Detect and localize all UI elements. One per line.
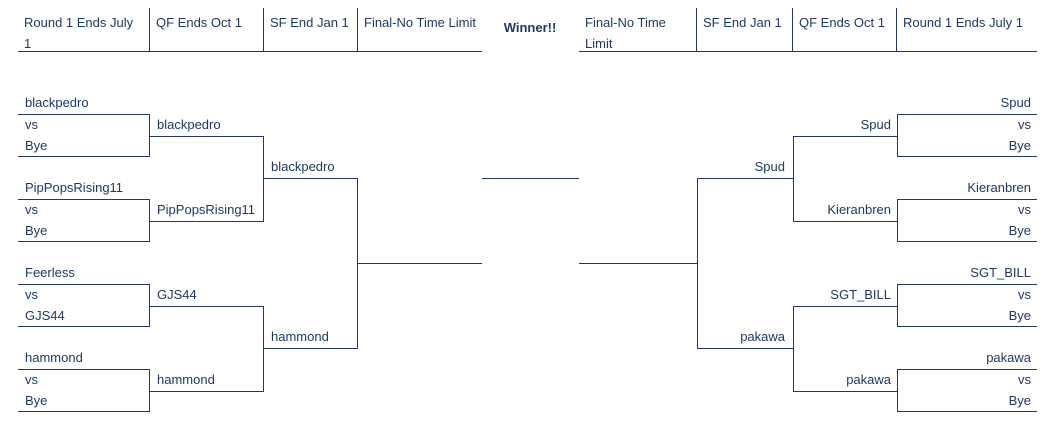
right-r1-m4-line-bottom: [897, 411, 1037, 412]
right-r1-m2-line-top: [897, 199, 1037, 200]
right-r1-m3-line-bottom: [897, 326, 1037, 327]
left-r1-m1-line-top: [18, 114, 150, 115]
header-left-final: Final-No Time Limit: [358, 8, 482, 52]
left-r1-m1-line-bottom: [18, 156, 150, 157]
left-r1-m3-top: Feerless: [25, 265, 75, 280]
right-r1-m4-line-vert: [897, 369, 898, 412]
left-r1-m4-vs: vs: [25, 372, 38, 387]
header-left-round1: Round 1 Ends July 1: [18, 8, 150, 52]
right-r1-m4-top: pakawa: [986, 350, 1031, 365]
left-sf-1: blackpedro: [271, 159, 335, 174]
right-r1-m1-bottom: Bye: [1008, 138, 1031, 153]
left-r1-m2-line-vert: [149, 199, 150, 242]
winner-label: Winner!!: [503, 20, 557, 35]
left-r1-m2-line-bottom: [18, 241, 150, 242]
left-sf-line-1: [264, 178, 358, 179]
header-right-round1: Round 1 Ends July 1: [897, 8, 1037, 52]
left-qf-line-1: [150, 136, 264, 137]
right-qf-3: SGT_BILL: [830, 287, 891, 302]
header-right-qf: QF Ends Oct 1: [793, 8, 897, 52]
right-r1-m3-line-top: [897, 284, 1037, 285]
left-qf-line-3: [150, 306, 264, 307]
right-sf-line-2: [697, 348, 793, 349]
left-final-line: [358, 263, 482, 264]
left-r1-m2-vs: vs: [25, 202, 38, 217]
right-r1-m2-vs: vs: [1018, 202, 1031, 217]
right-r1-m1-vs: vs: [1018, 117, 1031, 132]
right-r1-m2-bottom: Bye: [1008, 223, 1031, 238]
left-qf-4: hammond: [157, 372, 215, 387]
header-right-sf: SF End Jan 1: [697, 8, 793, 52]
right-sf-2: pakawa: [740, 329, 785, 344]
right-qf-line-1: [793, 136, 897, 137]
right-sf-1: Spud: [754, 159, 785, 174]
right-qf-line-2: [793, 221, 897, 222]
left-r1-m1-line-vert: [149, 114, 150, 157]
right-qf-1: Spud: [860, 117, 891, 132]
left-sf-line-2: [264, 348, 358, 349]
right-r1-m3-vs: vs: [1018, 287, 1031, 302]
right-r1-m3-bottom: Bye: [1008, 308, 1031, 323]
left-r1-m4-line-top: [18, 369, 150, 370]
right-qf-4: pakawa: [846, 372, 891, 387]
left-qf-3: GJS44: [157, 287, 197, 302]
left-sf-2: hammond: [271, 329, 329, 344]
left-r1-m4-top: hammond: [25, 350, 83, 365]
right-r1-m2-top: Kieranbren: [967, 180, 1031, 195]
right-r1-m4-vs: vs: [1018, 372, 1031, 387]
left-r1-m3-vs: vs: [25, 287, 38, 302]
left-r1-m2-bottom: Bye: [25, 223, 48, 238]
left-qf-line-vert-upper: [263, 136, 264, 222]
right-r1-m1-line-top: [897, 114, 1037, 115]
right-r1-m1-top: Spud: [1000, 95, 1031, 110]
right-r1-m4-line-top: [897, 369, 1037, 370]
left-r1-m2-top: PipPopsRising11: [25, 180, 124, 195]
header-right-final: Final-No Time Limit: [579, 8, 697, 52]
right-r1-m2-line-vert: [897, 199, 898, 242]
left-qf-line-4: [150, 391, 264, 392]
left-r1-m4-line-vert: [149, 369, 150, 412]
right-qf-2: Kieranbren: [827, 202, 891, 217]
header-left-sf: SF End Jan 1: [264, 8, 358, 52]
left-r1-m2-line-top: [18, 199, 150, 200]
right-qf-line-3: [793, 306, 897, 307]
right-r1-m1-line-bottom: [897, 156, 1037, 157]
right-r1-m3-top: SGT_BILL: [970, 265, 1031, 280]
right-qf-line-4: [793, 391, 897, 392]
left-r1-m3-bottom: GJS44: [25, 308, 65, 323]
right-r1-m2-line-bottom: [897, 241, 1037, 242]
left-r1-m3-line-vert: [149, 284, 150, 327]
right-sf-line-1: [697, 178, 793, 179]
right-final-line: [579, 263, 697, 264]
left-qf-2: PipPopsRising11: [157, 202, 256, 217]
left-r1-m1-vs: vs: [25, 117, 38, 132]
right-sf-line-vert: [697, 178, 698, 349]
left-r1-m4-line-bottom: [18, 411, 150, 412]
header-left-qf: QF Ends Oct 1: [150, 8, 264, 52]
left-r1-m1-bottom: Bye: [25, 138, 48, 153]
left-qf-line-2: [150, 221, 264, 222]
right-r1-m3-line-vert: [897, 284, 898, 327]
left-r1-m3-line-top: [18, 284, 150, 285]
left-r1-m1-top: blackpedro: [25, 95, 89, 110]
left-qf-1: blackpedro: [157, 117, 221, 132]
right-qf-line-vert-lower: [793, 306, 794, 392]
right-qf-line-vert-upper: [793, 136, 794, 222]
right-r1-m4-bottom: Bye: [1008, 393, 1031, 408]
right-r1-m1-line-vert: [897, 114, 898, 157]
winner-line: [482, 178, 579, 179]
left-r1-m3-line-bottom: [18, 326, 150, 327]
left-r1-m4-bottom: Bye: [25, 393, 48, 408]
left-qf-line-vert-lower: [263, 306, 264, 392]
left-sf-line-vert: [357, 178, 358, 349]
